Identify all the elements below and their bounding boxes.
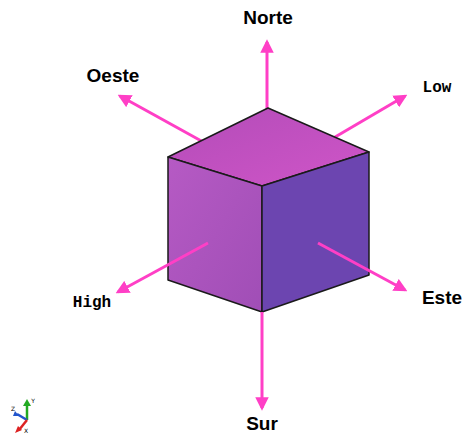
- z-axis-head: [13, 411, 19, 416]
- direction-label: Sur: [246, 413, 278, 435]
- direction-label: Oeste: [87, 65, 140, 87]
- y-axis: [26, 404, 29, 420]
- axis-letter: Y: [31, 397, 35, 404]
- direction-label: Norte: [243, 7, 293, 29]
- elevation-label: High: [73, 294, 111, 312]
- axis-letter: X: [24, 427, 28, 434]
- east-arrow: [318, 243, 405, 290]
- direction-arrows-front: [118, 243, 405, 408]
- z-axis: [17, 414, 27, 420]
- axis-icon: [13, 399, 31, 433]
- elevation-label: Low: [423, 79, 452, 97]
- direction-label: Este: [422, 287, 462, 309]
- cube-right-face: [262, 152, 369, 312]
- x-axis-head: [15, 426, 22, 433]
- low-arrow: [330, 96, 405, 140]
- axis-letter: Z: [11, 405, 15, 412]
- y-axis-head: [23, 399, 31, 406]
- west-arrow: [120, 96, 205, 143]
- high-arrow: [118, 243, 208, 292]
- south-arrow: [261, 312, 264, 408]
- cube-left-face: [168, 157, 262, 312]
- cube: [168, 108, 369, 312]
